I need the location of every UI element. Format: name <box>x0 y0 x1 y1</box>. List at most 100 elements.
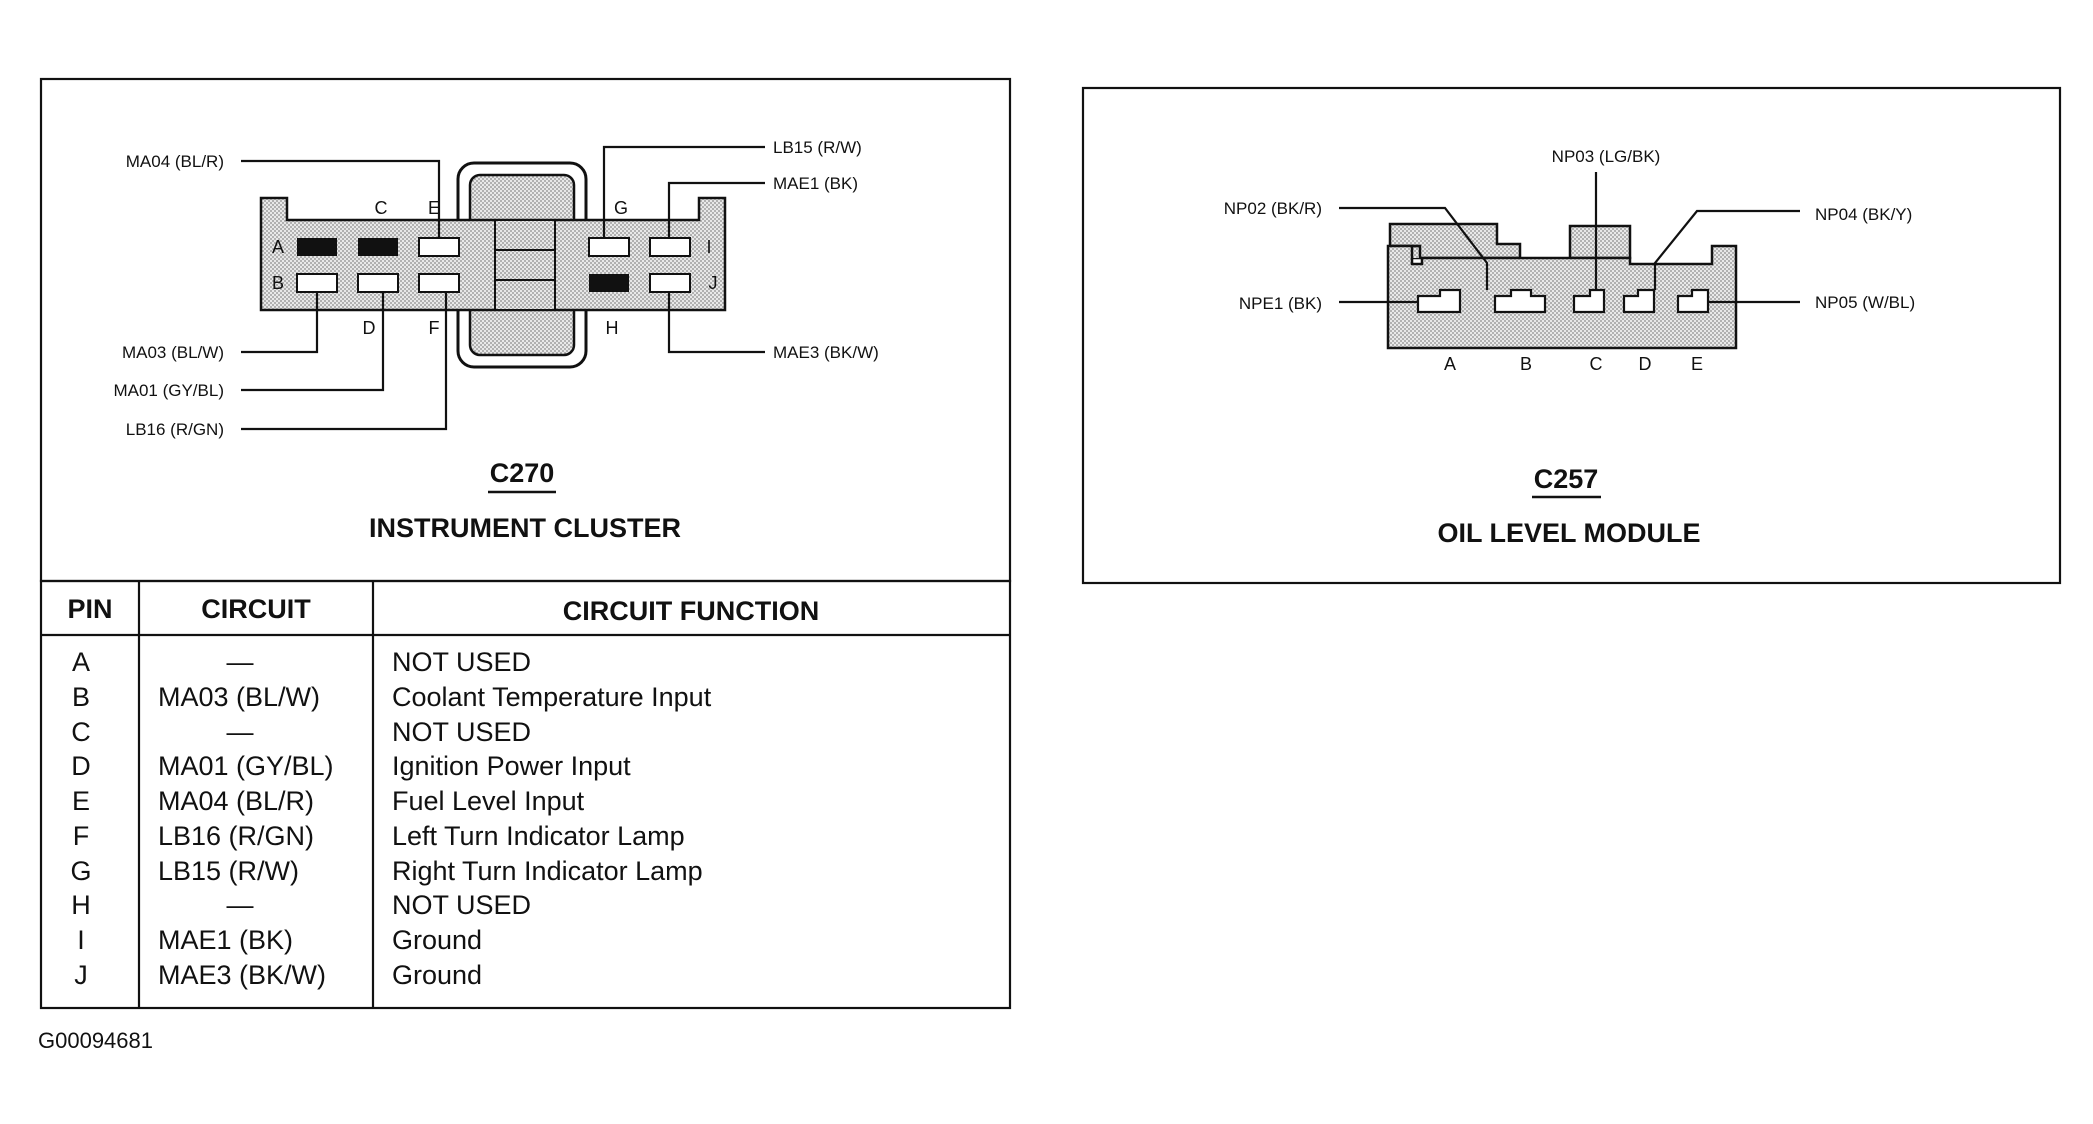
c270-pin-e <box>418 237 460 257</box>
table-cell-function: Ground <box>392 925 482 955</box>
c270-letter-d: D <box>363 318 376 338</box>
c270-center-block <box>494 219 556 311</box>
c270-letter-f: F <box>429 318 440 338</box>
c270-pin-f <box>418 273 460 293</box>
table-cell-pin: H <box>71 890 91 920</box>
table-row: B MA03 (BL/W) Coolant Temperature Input <box>72 682 712 712</box>
table-cell-pin: F <box>73 821 90 851</box>
c270-pin-b <box>296 273 338 293</box>
c257-leader-wires <box>1339 172 1800 304</box>
c257-letter-b: B <box>1520 354 1532 374</box>
table-row: I MAE1 (BK) Ground <box>77 925 482 955</box>
table-cell-function: Left Turn Indicator Lamp <box>392 821 685 851</box>
c257-wire-label-np03: NP03 (LG/BK) <box>1552 147 1661 166</box>
table-cell-circuit: — <box>227 647 254 677</box>
c270-letter-g: G <box>614 198 628 218</box>
c270-pin-j <box>649 273 691 293</box>
c270-pin-g <box>588 237 630 257</box>
table-row: C — NOT USED <box>71 717 531 747</box>
c270-wire-label-ma03: MA03 (BL/W) <box>122 343 224 362</box>
table-cell-circuit: MA03 (BL/W) <box>158 682 320 712</box>
c270-pin-a <box>297 238 337 256</box>
c270-letter-a: A <box>272 237 284 257</box>
table-cell-circuit: MA01 (GY/BL) <box>158 751 334 781</box>
c257-body <box>1386 244 1738 350</box>
table-cell-function: Ground <box>392 960 482 990</box>
table-cell-circuit: MAE1 (BK) <box>158 925 293 955</box>
table-header-circuit-function: CIRCUIT FUNCTION <box>563 596 819 626</box>
table-row: G LB15 (R/W) Right Turn Indicator Lamp <box>70 856 702 886</box>
c257-pin-b <box>1493 288 1547 314</box>
c270-letter-j: J <box>709 273 718 293</box>
table-cell-pin: C <box>71 717 91 747</box>
table-cell-pin: D <box>71 751 91 781</box>
c257-lock-tab-right <box>1568 224 1632 260</box>
c257-pin-a <box>1416 288 1462 314</box>
table-header-circuit: CIRCUIT <box>201 594 311 624</box>
c257-panel: A B C D E NP02 (BK/R) NP03 (LG/BK) NP04 … <box>1081 86 2062 585</box>
table-row: H — NOT USED <box>71 890 531 920</box>
c270-connector-name: INSTRUMENT CLUSTER <box>369 513 681 543</box>
table-header-pin: PIN <box>67 594 112 624</box>
c270-pin-c <box>358 238 398 256</box>
table-cell-circuit: MA04 (BL/R) <box>158 786 314 816</box>
table-cell-function: Coolant Temperature Input <box>392 682 712 712</box>
table-row: J MAE3 (BK/W) Ground <box>74 960 482 990</box>
table-cell-circuit: MAE3 (BK/W) <box>158 960 326 990</box>
c257-connector-name: OIL LEVEL MODULE <box>1437 518 1700 548</box>
c270-pin-d <box>357 273 399 293</box>
c270-wire-label-ma04: MA04 (BL/R) <box>126 152 224 171</box>
table-cell-pin: E <box>72 786 90 816</box>
table-cell-circuit: LB15 (R/W) <box>158 856 299 886</box>
c257-pin-e <box>1676 288 1710 314</box>
table-cell-function: Right Turn Indicator Lamp <box>392 856 703 886</box>
c257-letter-c: C <box>1590 354 1603 374</box>
c270-leader-wires <box>241 145 765 431</box>
c270-letter-h: H <box>606 318 619 338</box>
c270-panel: A B C D E F G H I J MA04 (BL/R) MA03 (BL… <box>39 77 1012 1010</box>
c257-connector-id: C257 <box>1534 464 1599 494</box>
table-row: A — NOT USED <box>72 647 531 677</box>
c270-pin-h <box>589 274 629 292</box>
table-row: E MA04 (BL/R) Fuel Level Input <box>72 786 585 816</box>
table-cell-pin: I <box>77 925 85 955</box>
c270-connector-id: C270 <box>490 458 555 488</box>
c257-letter-a: A <box>1444 354 1456 374</box>
c270-letter-i: I <box>706 237 711 257</box>
table-cell-pin: B <box>72 682 90 712</box>
c270-wire-label-lb15: LB15 (R/W) <box>773 138 862 157</box>
c257-letter-d: D <box>1639 354 1652 374</box>
c270-connector-housing <box>259 161 727 369</box>
table-cell-function: NOT USED <box>392 890 531 920</box>
c257-letter-e: E <box>1691 354 1703 374</box>
table-cell-function: NOT USED <box>392 717 531 747</box>
c270-letter-c: C <box>375 198 388 218</box>
c257-wire-label-npe1: NPE1 (BK) <box>1239 294 1322 313</box>
table-cell-pin: G <box>70 856 91 886</box>
c257-pin-d <box>1622 288 1656 314</box>
table-row: D MA01 (GY/BL) Ignition Power Input <box>71 751 631 781</box>
table-cell-circuit: — <box>227 717 254 747</box>
table-row: F LB16 (R/GN) Left Turn Indicator Lamp <box>73 821 685 851</box>
c270-wire-label-mae1: MAE1 (BK) <box>773 174 858 193</box>
c257-connector-housing <box>1386 222 1738 350</box>
c270-letter-b: B <box>272 273 284 293</box>
table-cell-pin: J <box>74 960 88 990</box>
table-cell-function: NOT USED <box>392 647 531 677</box>
table-cell-pin: A <box>72 647 90 677</box>
table-cell-function: Fuel Level Input <box>392 786 585 816</box>
c257-wire-label-np02: NP02 (BK/R) <box>1224 199 1322 218</box>
c270-wire-label-lb16: LB16 (R/GN) <box>126 420 224 439</box>
c270-wire-label-mae3: MAE3 (BK/W) <box>773 343 879 362</box>
table-cell-circuit: — <box>227 890 254 920</box>
c270-pin-table: PIN CIRCUIT CIRCUIT FUNCTION A — NOT USE… <box>39 579 1012 1010</box>
c270-wire-label-ma01: MA01 (GY/BL) <box>113 381 224 400</box>
c270-table-frame <box>39 579 1012 1010</box>
c270-pin-i <box>649 237 691 257</box>
figure-id: G00094681 <box>38 1028 153 1053</box>
c270-letter-e: E <box>428 198 440 218</box>
c257-diagram-frame <box>1081 86 2062 585</box>
c257-wire-label-np04: NP04 (BK/Y) <box>1815 205 1912 224</box>
table-cell-circuit: LB16 (R/GN) <box>158 821 314 851</box>
